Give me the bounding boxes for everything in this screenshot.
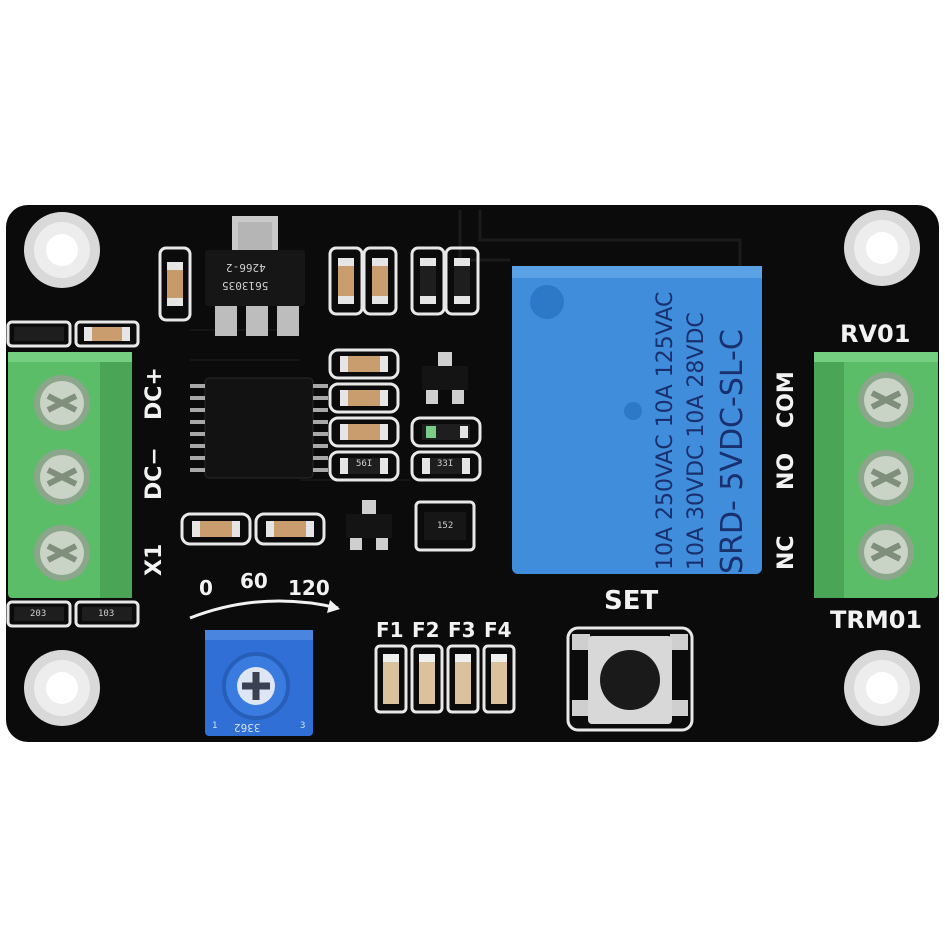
potentiometer-arc [189, 599, 339, 620]
regulator-marking-2: 5613035 [222, 279, 269, 292]
function-led [374, 644, 408, 714]
resistor-code-33i: 33I [437, 459, 454, 469]
smd-capacitor-row [180, 512, 326, 546]
resistor-code-103: 103 [98, 609, 115, 619]
set-button[interactable] [566, 626, 694, 732]
screw-terminal [34, 375, 90, 431]
led-label-f2: F2 [412, 618, 440, 642]
pot-scale-max: 120 [288, 576, 330, 600]
dc-minus-label: DC− [142, 447, 167, 500]
smd-capacitor-stack [328, 348, 400, 482]
mounting-hole-top-right [844, 210, 920, 286]
no-label: NO [774, 452, 799, 490]
relay [512, 266, 762, 574]
mounting-hole-bottom-left [24, 650, 100, 726]
right-terminal-block [814, 352, 938, 598]
set-label: SET [604, 586, 659, 616]
status-led [410, 416, 482, 448]
screw-terminal [858, 524, 914, 580]
function-led [446, 644, 480, 714]
smd-capacitor [158, 246, 192, 322]
smd-diode [414, 500, 476, 552]
dc-plus-label: DC+ [142, 367, 167, 420]
left-terminal-block [8, 352, 132, 598]
pot-marking: 3362 [234, 721, 261, 734]
x1-label: X1 [142, 543, 167, 576]
relay-rating-line1: 10A 250VAC 10A 125VAC [653, 291, 678, 570]
screw-terminal [858, 372, 914, 428]
regulator-marking-1: 4266-2 [226, 261, 266, 274]
led-label-f4: F4 [484, 618, 512, 642]
relay-model: SRD- 5VDC-SL-C [715, 329, 750, 574]
rv01-label: RV01 [840, 320, 911, 348]
mounting-hole-bottom-right [844, 650, 920, 726]
trimmer-potentiometer [205, 630, 313, 736]
resistor-code-152: 152 [437, 521, 454, 531]
voltage-regulator [205, 216, 305, 336]
pot-scale-mid: 60 [240, 569, 268, 593]
transistor [422, 352, 468, 404]
function-led [482, 644, 516, 714]
nc-label: NC [774, 535, 799, 570]
screw-terminal [34, 525, 90, 581]
smd-capacitor-pair [328, 246, 398, 316]
resistor-code-203: 203 [30, 609, 47, 619]
pot-pin-3: 3 [300, 721, 306, 731]
smd-edge-components [6, 320, 140, 628]
com-label: COM [774, 371, 799, 428]
mounting-hole-top-left [24, 212, 100, 288]
trm01-label: TRM01 [830, 606, 923, 634]
resistor-code-56i: 56I [356, 459, 373, 469]
function-led-row [374, 644, 516, 714]
microcontroller-ic [190, 377, 328, 479]
pot-pin-1: 1 [212, 721, 218, 731]
screw-terminal [858, 450, 914, 506]
pot-scale-min: 0 [199, 576, 213, 600]
led-label-f3: F3 [448, 618, 476, 642]
smd-resistor [410, 450, 482, 482]
smd-resistor-pair [410, 246, 480, 316]
relay-rating-line2: 10A 30VDC 10A 28VDC [684, 312, 709, 570]
transistor-2 [346, 500, 392, 550]
screw-terminal [34, 449, 90, 505]
function-led [410, 644, 444, 714]
led-label-f1: F1 [376, 618, 404, 642]
